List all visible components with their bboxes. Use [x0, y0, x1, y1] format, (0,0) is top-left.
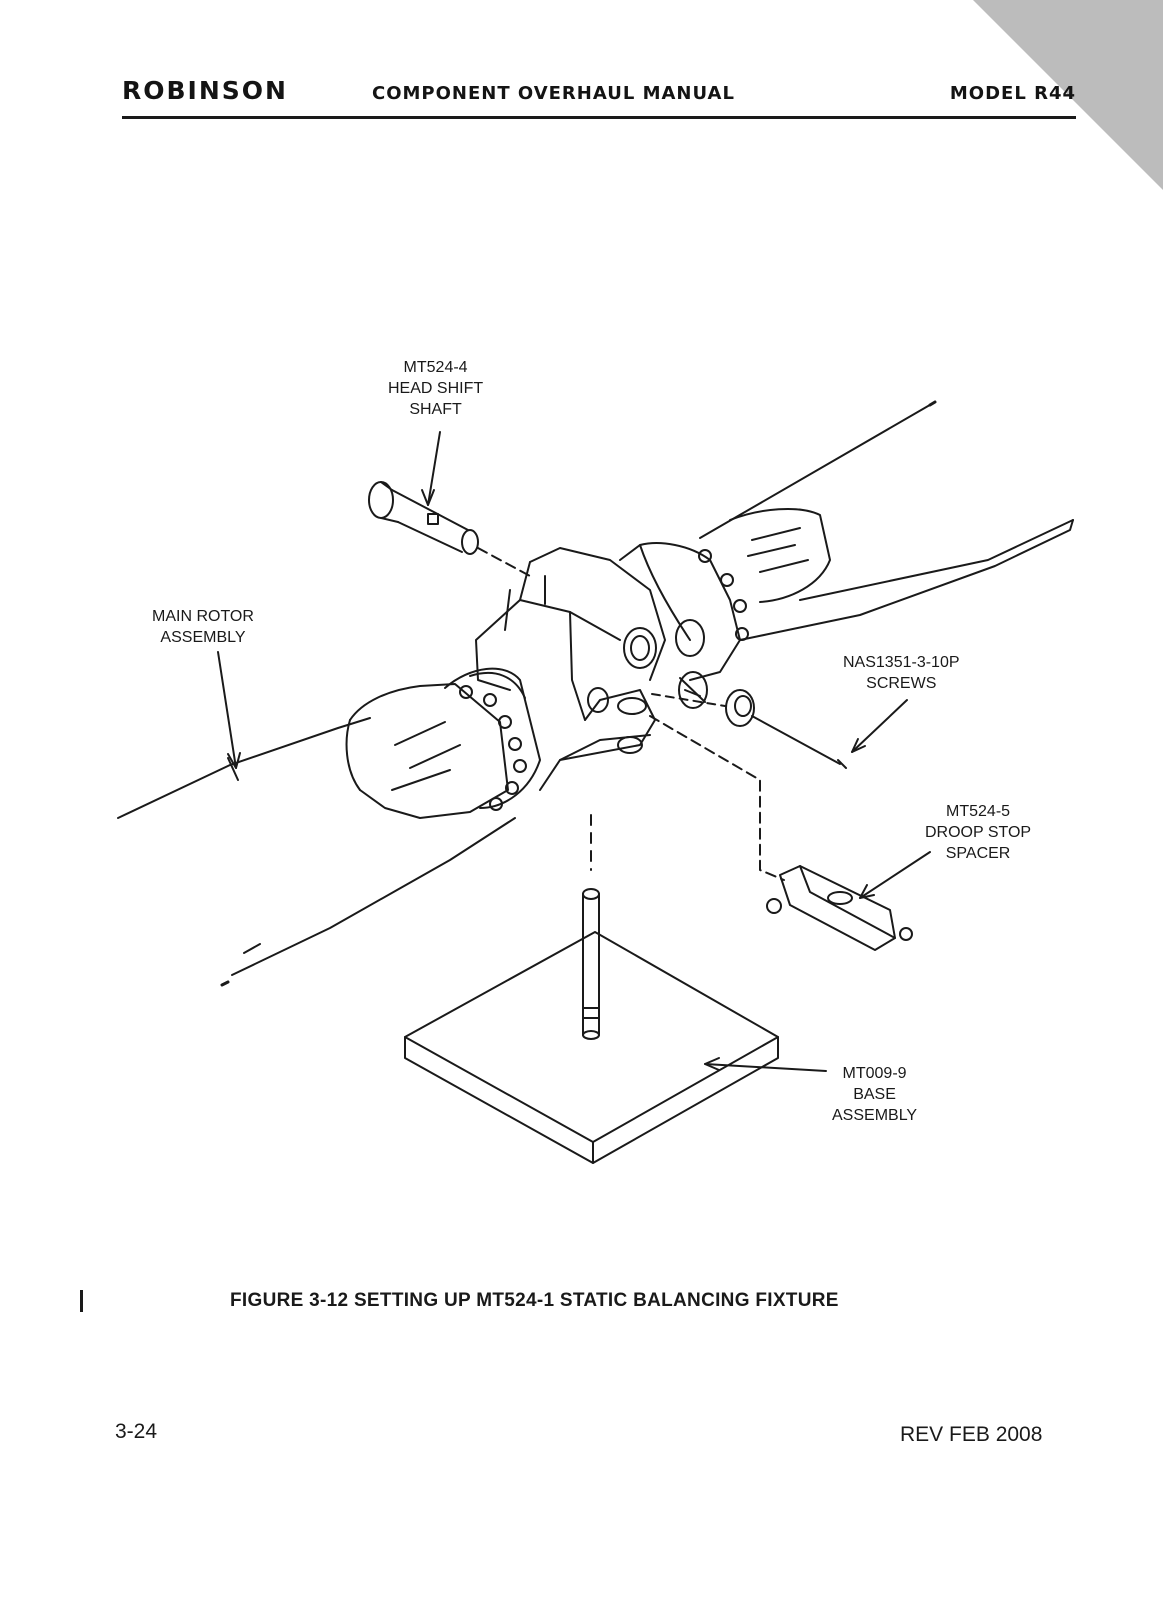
- callout-main-rotor-assembly: MAIN ROTOR ASSEMBLY: [152, 608, 254, 646]
- left-blade-grip: [444, 667, 541, 811]
- rotor-hub-housing: [475, 542, 749, 791]
- model-label: MODEL R44: [949, 83, 1076, 104]
- revision-date: REV FEB 2008: [900, 1423, 1043, 1446]
- callout-base-assembly: MT009-9 BASE ASSEMBLY: [832, 1065, 918, 1124]
- figure-caption: FIGURE 3-12 SETTING UP MT524-1 STATIC BA…: [230, 1290, 839, 1311]
- manual-title: COMPONENT OVERHAUL MANUAL: [372, 83, 735, 104]
- page-corner-shadow: [973, 0, 1163, 190]
- callout-droop-stop-spacer: MT524-5 DROOP STOP SPACER: [925, 803, 1032, 862]
- screws-part: [651, 671, 847, 769]
- left-rotor-blade: [117, 683, 516, 987]
- header-rule: [122, 116, 1076, 119]
- droop-stop-spacer-part: [649, 715, 913, 951]
- page-number: 3-24: [115, 1420, 158, 1443]
- head-shift-shaft-part: [368, 481, 531, 577]
- leader-lines: [217, 431, 931, 1072]
- brand-name: ROBINSON: [122, 76, 288, 105]
- revision-change-bar: [80, 1290, 83, 1312]
- right-rotor-blade: [699, 400, 1074, 641]
- callout-screws: NAS1351-3-10P SCREWS: [843, 654, 960, 692]
- page-header: ROBINSON COMPONENT OVERHAUL MANUAL MODEL…: [122, 76, 1076, 120]
- callout-head-shift-shaft: MT524-4 HEAD SHIFT SHAFT: [388, 359, 484, 418]
- base-assembly-part: [404, 814, 779, 1164]
